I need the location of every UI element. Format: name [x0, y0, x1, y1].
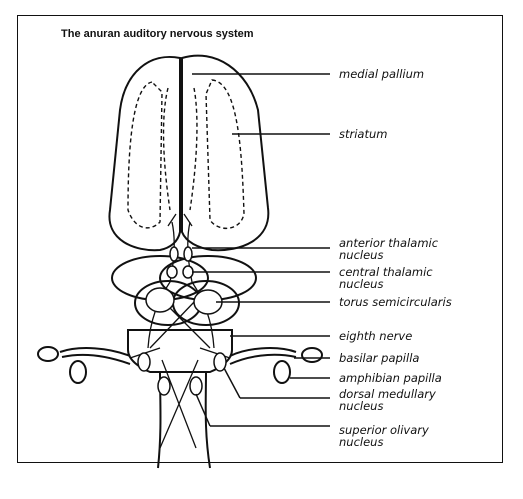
label-eighth-nerve: eighth nerve: [339, 330, 412, 342]
right-striatum: [206, 80, 244, 228]
right-hemisphere: [182, 56, 268, 251]
anterior-thalamic-nucleus-right: [184, 247, 192, 261]
left-papilla: [70, 361, 86, 383]
superior-olivary-nucleus-right: [190, 377, 202, 395]
label-medial-pallium: medial pallium: [339, 68, 424, 80]
label-amphibian-papilla: amphibian papilla: [339, 372, 442, 384]
anterior-thalamic-nucleus-left: [170, 247, 178, 261]
central-thalamic-nucleus-right: [183, 266, 193, 278]
label-superior-olivary-nucleus: superior olivary nucleus: [339, 424, 459, 448]
left-eardrum: [38, 347, 58, 361]
label-torus-semicircularis: torus semicircularis: [339, 296, 452, 308]
left-medial-pallium: [164, 88, 170, 210]
label-basilar-papilla: basilar papilla: [339, 352, 419, 364]
right-medial-pallium: [190, 88, 197, 210]
label-central-thalamic-nucleus: central thalamic nucleus: [339, 266, 459, 290]
right-papilla: [274, 361, 290, 383]
left-ear-canal: [60, 348, 130, 364]
central-thalamic-nucleus-left: [167, 266, 177, 278]
torus-left: [146, 288, 174, 312]
label-dorsal-medullary-nucleus: dorsal medullary nucleus: [339, 388, 459, 412]
left-striatum: [128, 82, 162, 228]
label-anterior-thalamic-nucleus: anterior thalamic nucleus: [339, 237, 459, 261]
label-striatum: striatum: [339, 128, 387, 140]
dorsal-medullary-nucleus-left: [138, 353, 150, 371]
right-eardrum: [302, 348, 322, 362]
superior-olivary-nucleus-left: [158, 377, 170, 395]
